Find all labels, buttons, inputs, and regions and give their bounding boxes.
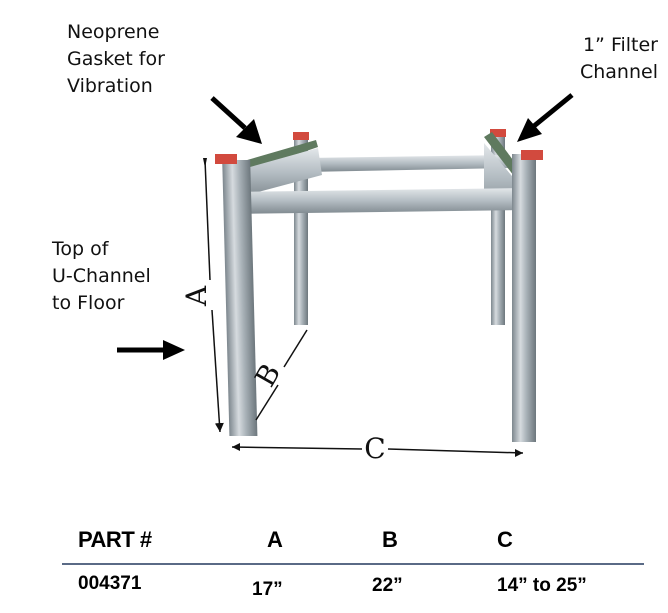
cell-b: 22” [372,575,403,596]
dimension-a-label: A [180,285,213,307]
callout-line: to Floor [52,292,125,314]
neoprene-gasket-callout: Neoprene Gasket for Vibration [67,19,165,100]
callout-line: Channel [579,61,658,83]
callout-line: 1” Filter [582,34,658,56]
dimension-c-label: C [364,432,385,465]
filter-arrow-icon [517,93,574,142]
cell-part-number: 004371 [78,573,142,594]
u-channel-arrow-icon [117,340,185,360]
header-b: B [382,527,398,552]
left-filter-channel [230,140,322,198]
cell-a: 17” [252,579,283,600]
stand-illustration: A B C [117,93,574,465]
header-c: C [497,527,513,552]
callout-line: Top of [52,238,109,260]
filter-channel-callout: 1” Filter Channel [580,32,658,86]
table-row: 004371 17” 22” 14” to 25” [62,571,644,605]
table-divider [62,563,644,565]
callout-line: U-Channel [52,265,151,287]
callout-line: Vibration [67,75,153,97]
cell-c: 14” to 25” [497,575,587,596]
back-crossbar [305,155,510,172]
front-crossbar [230,188,525,214]
header-a: A [267,527,283,552]
front-right-leg [512,150,543,442]
dimension-c: C [231,432,524,465]
neoprene-arrow-icon [210,96,262,144]
callout-line: Gasket for [67,48,165,70]
table-header-row: PART # A B C [62,527,644,561]
back-left-leg [293,132,309,325]
dimensions-table: PART # A B C 004371 17” 22” 14” to 25” [62,527,644,605]
dimension-a: A [180,158,224,433]
dimension-b: B [248,329,308,421]
header-part-number: PART # [78,527,152,552]
callout-line: Neoprene [67,21,160,43]
u-channel-height-callout: Top of U-Channel to Floor [52,236,151,317]
front-left-leg [215,154,258,436]
